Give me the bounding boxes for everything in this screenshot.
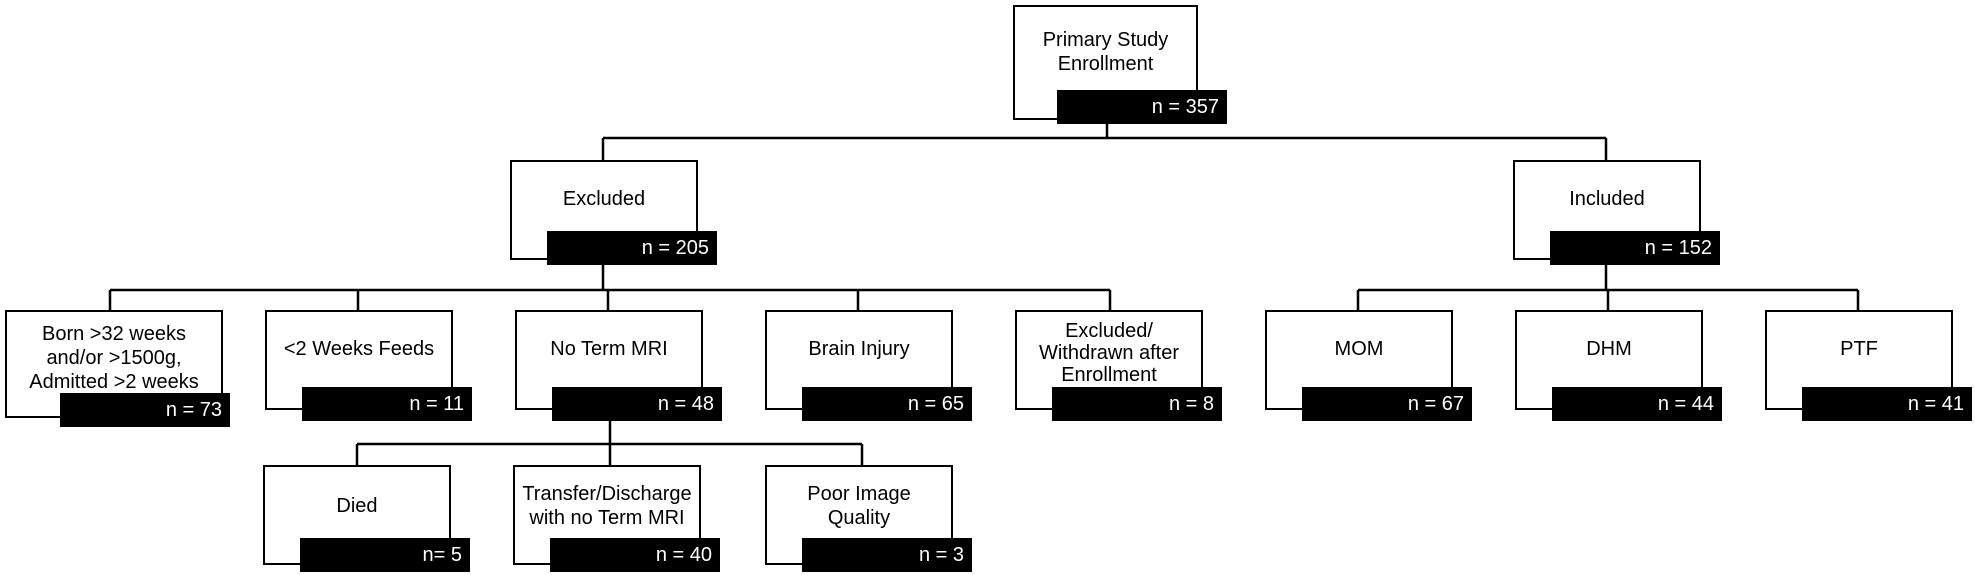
node-count: n = 205 <box>547 231 717 265</box>
node-count: n = 8 <box>1052 387 1222 421</box>
node-count: n = 44 <box>1552 387 1722 421</box>
node-label: MOM <box>1334 338 1384 360</box>
node-label: Excluded <box>562 188 646 210</box>
node-count: n = 67 <box>1302 387 1472 421</box>
connector-no-term-mri <box>355 421 864 465</box>
node-label: <2 Weeks Feeds <box>283 338 435 360</box>
node-count: n = 40 <box>550 538 720 572</box>
node-count: n = 48 <box>552 387 722 421</box>
node-count: n= 5 <box>300 538 470 572</box>
node-label: Included <box>1569 188 1645 210</box>
connector-included <box>1356 265 1860 310</box>
node-label: Excluded/ Withdrawn after Enrollment <box>1038 320 1180 386</box>
node-count: n = 73 <box>60 393 230 427</box>
node-label: Died <box>336 495 378 517</box>
node-label: No Term MRI <box>550 338 668 360</box>
node-label: Poor Image Quality <box>807 483 911 529</box>
node-label: Brain Injury <box>808 338 910 360</box>
node-count: n = 357 <box>1057 90 1227 124</box>
node-label: Transfer/Discharge with no Term MRI <box>522 483 692 529</box>
node-label: Primary Study Enrollment <box>1042 28 1169 75</box>
connector-excluded <box>108 265 1112 310</box>
node-label: PTF <box>1840 338 1878 360</box>
node-count: n = 65 <box>802 387 972 421</box>
node-count: n = 152 <box>1550 231 1720 265</box>
node-count: n = 3 <box>802 538 972 572</box>
node-count: n = 41 <box>1802 387 1972 421</box>
node-label: DHM <box>1586 338 1632 360</box>
node-label: Born >32 weeks and/or >1500g, Admitted >… <box>29 323 199 393</box>
node-count: n = 11 <box>302 387 472 421</box>
connector-root <box>601 124 1608 160</box>
